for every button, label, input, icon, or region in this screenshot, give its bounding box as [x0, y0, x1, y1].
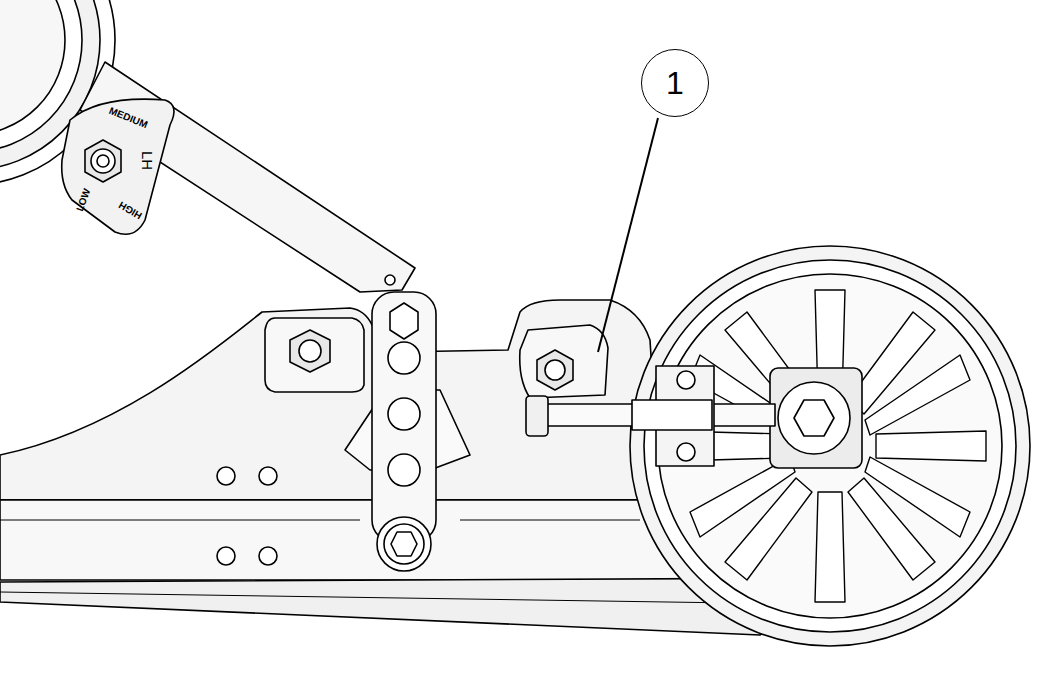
hex-bolt [537, 350, 573, 390]
hex-bolt [85, 140, 121, 182]
rear-wheel [630, 246, 1030, 646]
callout-number: 1 [666, 67, 684, 99]
adjuster-bolt [526, 366, 775, 466]
bracket-marking: LH [141, 150, 156, 169]
callout-circle: 1 [641, 49, 709, 117]
hex-bolt [290, 330, 330, 372]
rail-plate [0, 300, 660, 500]
bolt-boss [265, 318, 364, 392]
vertical-link [372, 292, 436, 571]
leader-line [598, 118, 658, 352]
bolt-boss [520, 325, 608, 398]
adjuster-plate [62, 99, 174, 234]
